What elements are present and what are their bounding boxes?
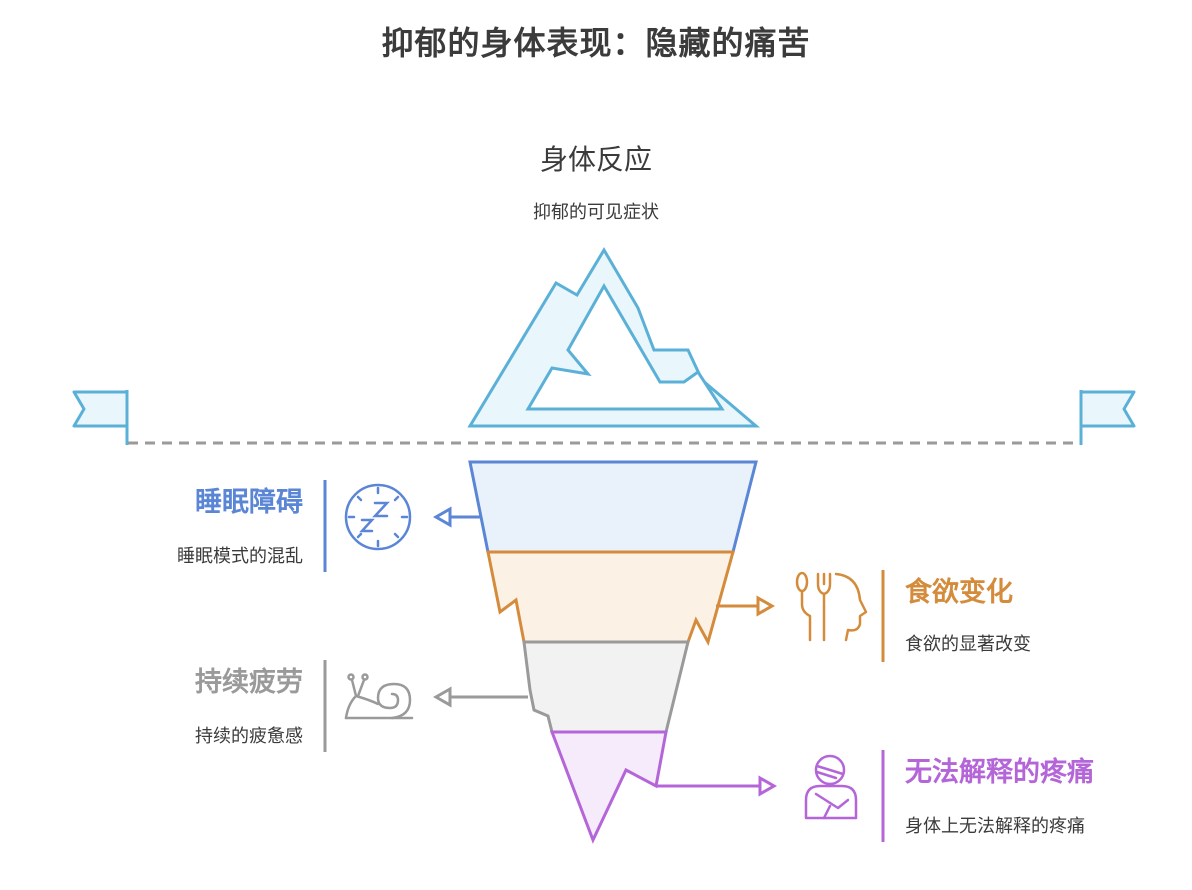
label-sleep-subtitle: 睡眠模式的混乱 <box>177 546 303 567</box>
label-fatigue-subtitle: 持续的疲惫感 <box>195 726 303 747</box>
tip-title: 身体反应 <box>539 143 652 176</box>
iceberg-tip <box>467 247 761 428</box>
left-flag-icon <box>72 390 129 445</box>
layer-sleep <box>468 460 758 554</box>
injured-person-icon <box>804 754 858 820</box>
snail-icon <box>344 673 414 720</box>
diagram-title: 抑郁的身体表现：隐藏的痛苦 <box>381 24 811 62</box>
arrow-fatigue <box>432 686 528 708</box>
tip-subtitle: 抑郁的可见症状 <box>533 202 659 223</box>
sleep-clock-icon <box>344 483 412 551</box>
right-flag-icon <box>1079 390 1136 445</box>
label-fatigue-title: 持续疲劳 <box>195 667 303 698</box>
label-appetite-title: 食欲变化 <box>905 577 1013 608</box>
label-appetite-subtitle: 食欲的显著改变 <box>905 634 1031 655</box>
label-pain-title: 无法解释的疼痛 <box>905 757 1094 788</box>
spoon-fork-head-icon <box>795 571 868 642</box>
arrow-pain <box>656 775 778 797</box>
label-sleep-title: 睡眠障碍 <box>195 487 303 518</box>
arrow-appetite <box>716 595 776 617</box>
label-pain-subtitle: 身体上无法解释的疼痛 <box>905 816 1085 837</box>
arrow-sleep <box>432 506 480 528</box>
layer-fatigue <box>522 640 690 734</box>
layer-appetite <box>486 550 735 646</box>
layer-pain <box>549 730 668 844</box>
